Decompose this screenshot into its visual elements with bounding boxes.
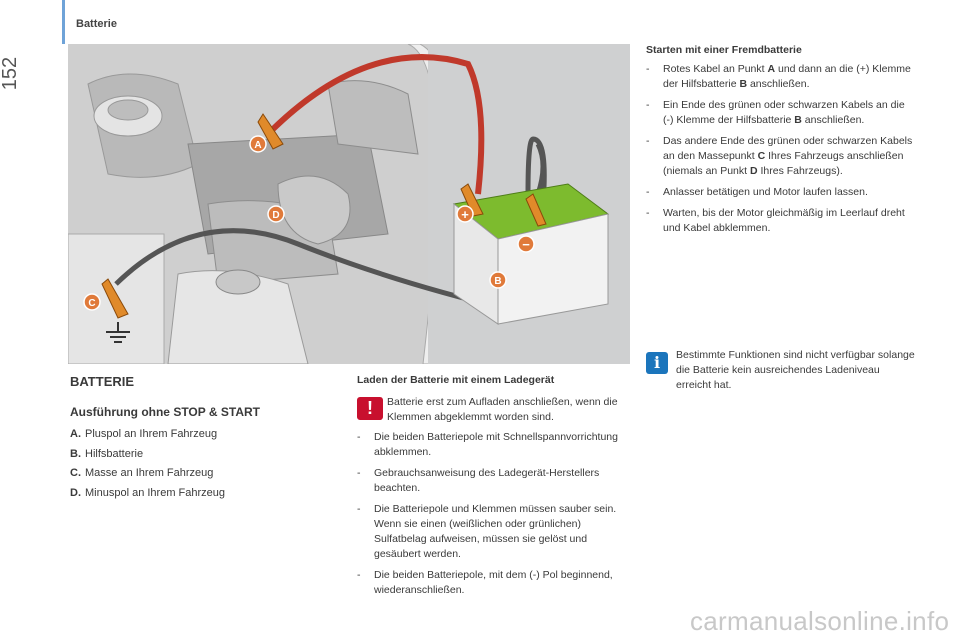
header-accent-bar (62, 0, 65, 44)
list-item: Die beiden Batteriepole mit Schnellspann… (357, 430, 619, 460)
info-text: Bestimmte Funktionen sind nicht verfügba… (676, 349, 915, 391)
jumpstart-steps: Rotes Kabel an Punkt A und dann an die (… (646, 62, 916, 242)
legend-item: C.Masse an Ihrem Fahrzeug (70, 467, 214, 480)
list-item: Die beiden Batteriepole, mit dem (-) Pol… (357, 568, 619, 598)
battery-section-title: BATTERIE (70, 374, 135, 389)
battery-minus-marker: − (517, 235, 535, 253)
list-item: Das andere Ende des grünen oder schwarze… (646, 134, 916, 179)
label-c-marker: C (83, 293, 101, 311)
label-b-marker: B (489, 271, 507, 289)
warning-icon: ! (357, 397, 383, 420)
jump-start-illustration: A B C D + − (68, 44, 630, 364)
list-item: Warten, bis der Motor gleichmäßig im Lee… (646, 206, 916, 236)
legend-item: B.Hilfsbatterie (70, 447, 144, 460)
battery-section-subtitle: Ausführung ohne STOP & START (70, 405, 260, 419)
svg-text:+: + (461, 207, 469, 222)
list-item: Rotes Kabel an Punkt A und dann an die (… (646, 62, 916, 92)
legend-item: A.Pluspol an Ihrem Fahrzeug (70, 428, 218, 440)
watermark: carmanualsonline.info (690, 606, 950, 636)
svg-text:B: B (494, 276, 501, 287)
info-icon: i (646, 352, 668, 374)
charging-heading: Laden der Batterie mit einem Ladegerät (357, 374, 555, 386)
label-d-marker: D (267, 205, 285, 223)
svg-text:C: C (88, 298, 95, 309)
section-title: Batterie (76, 18, 117, 30)
battery-plus-marker: + (456, 205, 474, 223)
illustration-legend: A.Pluspol an Ihrem Fahrzeug B.Hilfsbatte… (70, 425, 225, 503)
page-number: 152 (0, 56, 22, 91)
list-item: Ein Ende des grünen oder schwarzen Kabel… (646, 98, 916, 128)
label-a-marker: A (249, 135, 267, 153)
charging-steps: Die beiden Batteriepole mit Schnellspann… (357, 430, 619, 604)
svg-text:D: D (272, 210, 279, 221)
warning-text: Batterie erst zum Aufladen anschließen, … (387, 396, 618, 423)
legend-item: D.Minuspol an Ihrem Fahrzeug (70, 486, 226, 499)
svg-text:−: − (522, 237, 530, 252)
list-item: Gebrauchsanweisung des Ladegerät-Herstel… (357, 466, 619, 496)
list-item: Die Batteriepole und Klemmen müssen saub… (357, 502, 619, 562)
jumpstart-heading: Starten mit einer Fremdbatterie (646, 44, 802, 56)
svg-text:A: A (254, 140, 261, 151)
list-item: Anlasser betätigen und Motor laufen lass… (646, 185, 916, 200)
